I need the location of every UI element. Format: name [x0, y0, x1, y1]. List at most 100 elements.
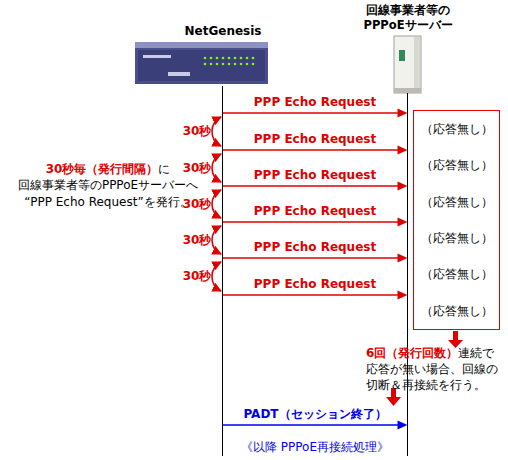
text-line: 切断＆再接続を行う。 — [366, 378, 508, 393]
lifeline — [407, 93, 408, 456]
node-text: （応答無し） — [421, 267, 493, 281]
lifeline-segment — [407, 93, 408, 186]
annotation-text: に — [158, 162, 170, 176]
text-line: 応答が無い場合、回線の — [366, 362, 508, 377]
led — [210, 57, 213, 60]
text-line: 《以降 PPPoE再接続処理》 — [205, 440, 425, 455]
annotation-text: 6回（発行回数） — [366, 346, 458, 360]
led — [216, 63, 219, 66]
annotation-text: 30秒 — [183, 124, 212, 138]
lifeline-segment — [222, 88, 223, 295]
text-line: 30秒 — [176, 233, 218, 248]
arrow-shaft — [453, 331, 458, 341]
led — [222, 57, 225, 60]
led — [240, 63, 243, 66]
device-badge — [143, 55, 171, 58]
text-line: 回線事業者等のPPPoEサーバーへ — [0, 178, 216, 193]
interval-arc — [212, 262, 221, 291]
annotation-text: 応答が無い場合、回線の — [366, 362, 498, 376]
lifeline-segment — [407, 93, 408, 150]
server-tower — [394, 36, 421, 93]
annotation-text: 《以降 PPPoE再接続処理》 — [241, 440, 389, 454]
node-text: NetGenesis — [173, 24, 273, 39]
arrow-head — [398, 182, 408, 191]
led-row — [204, 57, 255, 66]
arrow-head — [398, 291, 408, 300]
text-line: 30秒 — [176, 161, 218, 176]
annotation-text: 30秒毎（発行間隔） — [46, 162, 159, 176]
message-line — [223, 257, 400, 259]
server-side — [414, 37, 420, 92]
message-arrow — [223, 88, 408, 300]
led — [240, 57, 243, 60]
led — [210, 63, 213, 66]
interval-arc — [212, 117, 221, 146]
text-line: 6回（発行回数）連続で — [366, 346, 508, 361]
message-line — [223, 149, 400, 151]
server-base — [394, 88, 421, 93]
server-indicator — [399, 50, 405, 61]
message-line — [223, 424, 400, 426]
message-label: PPP Echo Request — [205, 168, 425, 183]
node-text: （応答無し） — [421, 122, 493, 136]
lifeline-segment — [407, 93, 408, 113]
led — [234, 63, 237, 66]
device-node: NetGenesis — [133, 22, 273, 88]
led — [228, 57, 231, 60]
led — [204, 63, 207, 66]
led — [234, 57, 237, 60]
device-badge — [168, 72, 190, 76]
lifeline-segment — [222, 88, 223, 425]
annotation-text: 30秒 — [183, 269, 212, 283]
annotation-text: 回線事業者等のPPPoEサーバーへ — [18, 178, 198, 192]
led — [204, 57, 207, 60]
message-label: PPP Echo Request — [205, 132, 425, 147]
lifeline-segment — [222, 88, 223, 113]
interval-arc — [212, 226, 221, 254]
annotation-text: 切断＆再接続を行う。 — [366, 378, 486, 392]
annotation-text: “PPP Echo Request”を発行。 — [24, 195, 191, 209]
down-arrow — [448, 331, 463, 348]
lifeline — [222, 86, 223, 456]
lifeline-segment — [407, 93, 408, 258]
text-line: 30秒 — [176, 197, 218, 212]
server-body — [394, 36, 421, 93]
lifeline-segment — [407, 93, 408, 222]
node-text: （応答無し） — [421, 304, 493, 318]
message-label: PPP Echo Request — [205, 204, 425, 219]
router-device — [135, 42, 268, 84]
led — [228, 63, 231, 66]
interval-arc — [212, 190, 221, 218]
led — [222, 63, 225, 66]
annotation-text: 連続で — [458, 346, 494, 360]
interval-arcs — [212, 117, 221, 291]
message-label: PPP Echo Request — [205, 240, 425, 255]
server-node: 回線事業者等の PPPoEサーバー — [362, 1, 454, 93]
message-label: PPP Echo Request — [205, 95, 425, 110]
led — [246, 63, 249, 66]
interval-arc — [212, 154, 221, 182]
annotation-text: 30秒 — [183, 161, 212, 175]
arrow-head — [398, 109, 408, 118]
node-text: （応答無し） — [421, 231, 493, 245]
lifeline-segment — [222, 88, 223, 222]
led — [246, 57, 249, 60]
device-face — [138, 50, 265, 81]
message-line — [223, 185, 400, 187]
arrow-head — [398, 421, 408, 430]
node-text: 回線事業者等の PPPoEサーバー — [362, 3, 454, 33]
message-line — [223, 112, 400, 114]
led — [216, 57, 219, 60]
arrow-head — [398, 146, 408, 155]
message-label: PPP Echo Request — [205, 277, 425, 292]
lifeline-segment — [222, 88, 223, 258]
arrow-head — [398, 254, 408, 263]
response-box: （応答無し）（応答無し）（応答無し）（応答無し）（応答無し）（応答無し） — [413, 110, 500, 330]
annotation-text: 30秒 — [183, 197, 212, 211]
arrow-head — [386, 397, 401, 406]
led — [252, 63, 255, 66]
arrow-head — [398, 218, 408, 227]
lifeline-segment — [222, 88, 223, 150]
lifeline-segment — [407, 93, 408, 295]
